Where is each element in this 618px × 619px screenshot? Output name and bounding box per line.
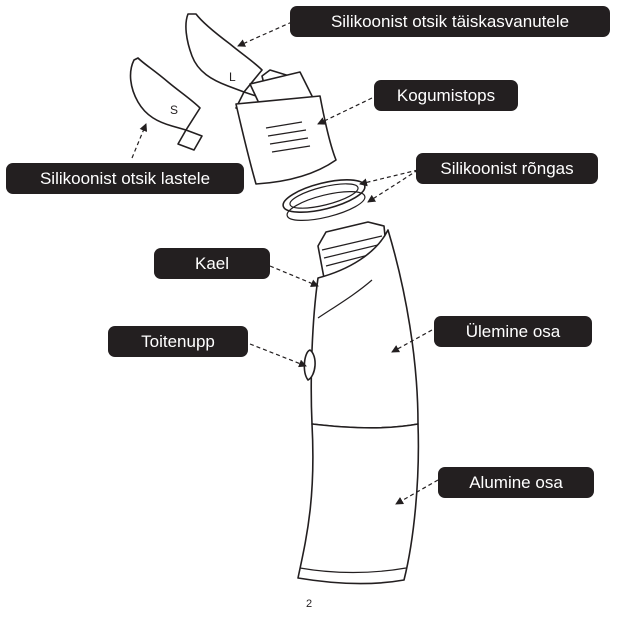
- label-lower-part: Alumine osa: [438, 467, 594, 498]
- label-collection-cup: Kogumistops: [374, 80, 518, 111]
- leader-line-neck: [270, 266, 318, 286]
- device-lower-part: [298, 424, 418, 584]
- label-child-tip: Silikoonist otsik lastele: [6, 163, 244, 194]
- leader-line-adult-tip: [238, 22, 292, 46]
- page-number: 2: [0, 598, 618, 610]
- leader-line-ring-1: [360, 170, 418, 184]
- leader-line-power-button: [250, 344, 306, 366]
- tip-size-mark-l: L: [229, 70, 236, 84]
- leader-line-ring-2: [368, 170, 418, 202]
- label-adult-tip: Silikoonist otsik täiskasvanutele: [290, 6, 610, 37]
- tip-size-mark-s: S: [170, 103, 178, 117]
- adult-silicone-tip: L: [186, 14, 262, 114]
- label-upper-part: Ülemine osa: [434, 316, 592, 347]
- collection-cup: [236, 70, 336, 184]
- label-neck: Kael: [154, 248, 270, 279]
- device-upper-part: [304, 222, 418, 428]
- label-power-button: Toitenupp: [108, 326, 248, 357]
- leader-line-collection-cup: [318, 98, 372, 124]
- leader-line-child-tip: [132, 124, 146, 158]
- silicone-ring: [280, 173, 368, 226]
- label-silicone-ring: Silikoonist rõngas: [416, 153, 598, 184]
